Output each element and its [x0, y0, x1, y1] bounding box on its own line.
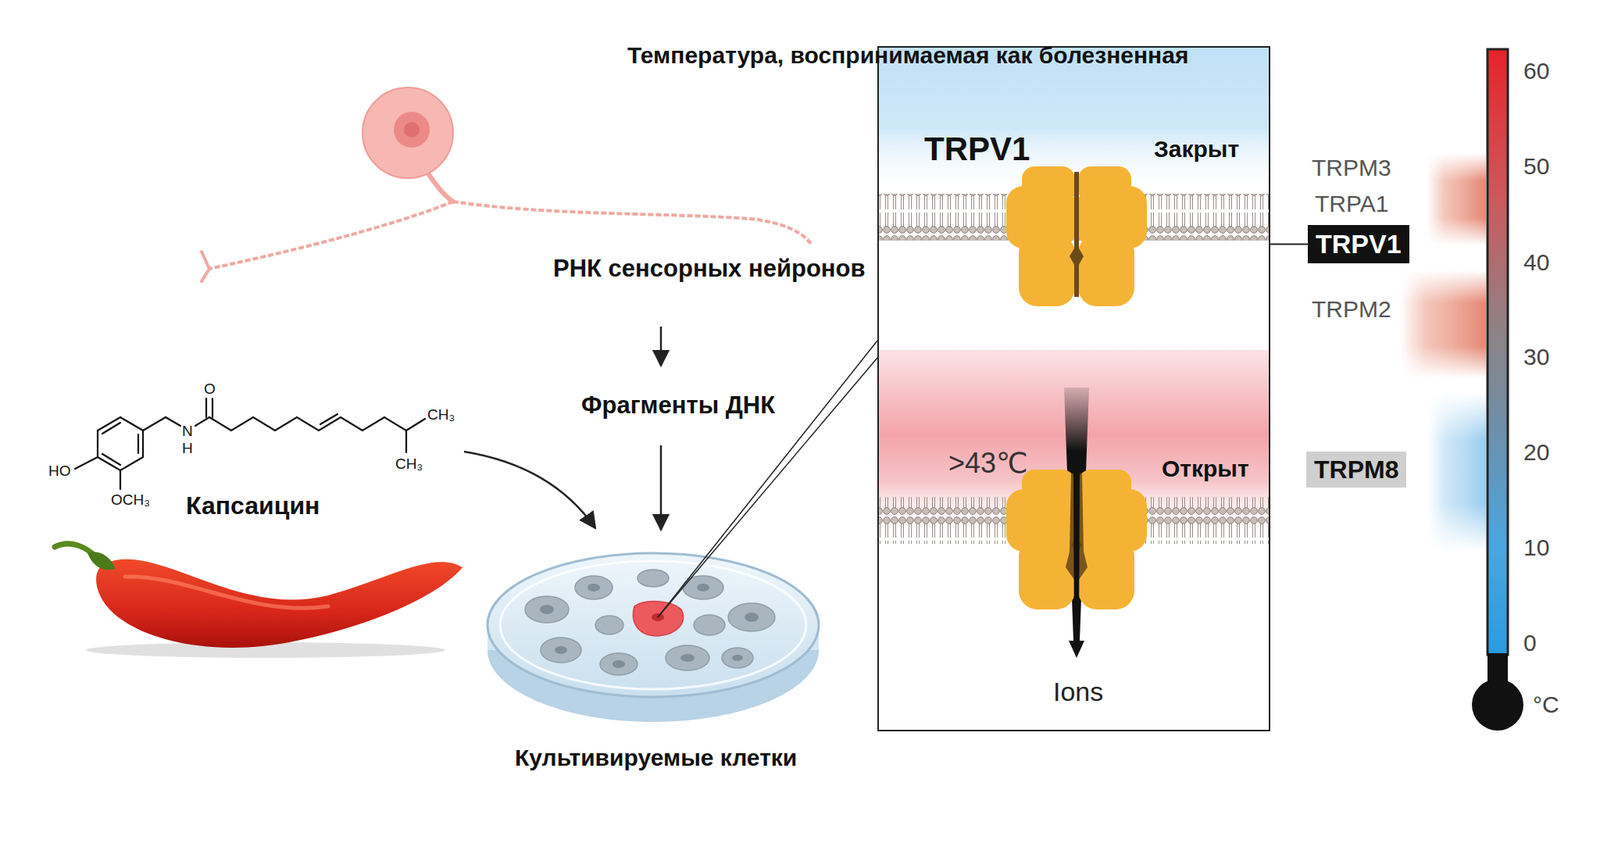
- scale-number: 50: [1523, 152, 1550, 181]
- atom-label: N: [182, 421, 193, 440]
- petri-dish: [487, 553, 819, 722]
- compound-name: Капсаицин: [185, 490, 320, 521]
- arrow: [660, 326, 663, 366]
- capsaicin-structure: [75, 398, 425, 490]
- atom-label: H: [182, 439, 193, 458]
- heading-note: Температура, воспринимаемая как болезнен…: [627, 37, 862, 74]
- channel-name: TRPV1: [924, 129, 1030, 169]
- petri-dish-node: Культивируемые клетки: [484, 546, 829, 782]
- atom-label: CH₃: [427, 405, 455, 424]
- channel-tag: TRPV1: [1307, 225, 1410, 264]
- open-channel-band: >43℃ ОткрытIons: [877, 349, 1271, 732]
- scale-number: 30: [1523, 342, 1550, 372]
- scale-number: 10: [1523, 533, 1550, 562]
- atom-label: O: [203, 379, 216, 398]
- channel-tag: TRPM8: [1306, 451, 1407, 488]
- closed-channel-band: TRPV1 Закрыт: [877, 46, 1271, 350]
- arrow: [660, 445, 663, 530]
- channel-panel: [878, 46, 1270, 658]
- neuron: [201, 87, 811, 282]
- chili-pepper: [54, 543, 463, 658]
- scale-number: 20: [1523, 438, 1550, 467]
- ions-label: Ions: [1053, 675, 1104, 708]
- atom-label: HO: [48, 461, 72, 480]
- state-label: Закрыт: [1153, 135, 1240, 164]
- process-step: Фрагменты ДНК: [581, 390, 775, 420]
- scale-number: 40: [1523, 248, 1550, 277]
- channel-name: TRPV1: [1315, 228, 1402, 261]
- scale-number: 60: [1523, 57, 1550, 86]
- thermometer: [1400, 49, 1524, 731]
- atom-label: OCH₃: [110, 490, 150, 509]
- channel-name: TRPM3: [1311, 153, 1392, 183]
- dish-caption: Культивируемые клетки: [514, 743, 797, 772]
- state-label: Открыт: [1161, 454, 1250, 483]
- channel-name: TRPA1: [1314, 189, 1389, 218]
- scale-number: 0: [1523, 628, 1537, 658]
- arrow: [464, 451, 596, 529]
- channel-name: TRPM2: [1311, 295, 1392, 324]
- channel-name: TRPM8: [1314, 454, 1399, 485]
- zoom-line: [657, 340, 878, 618]
- atom-label: CH₃: [395, 454, 423, 473]
- unit-label: °C: [1532, 690, 1560, 719]
- temperature-threshold: >43℃: [948, 446, 1029, 480]
- process-step: РНК сенсорных нейронов: [553, 250, 804, 288]
- leader-line: [1270, 243, 1308, 246]
